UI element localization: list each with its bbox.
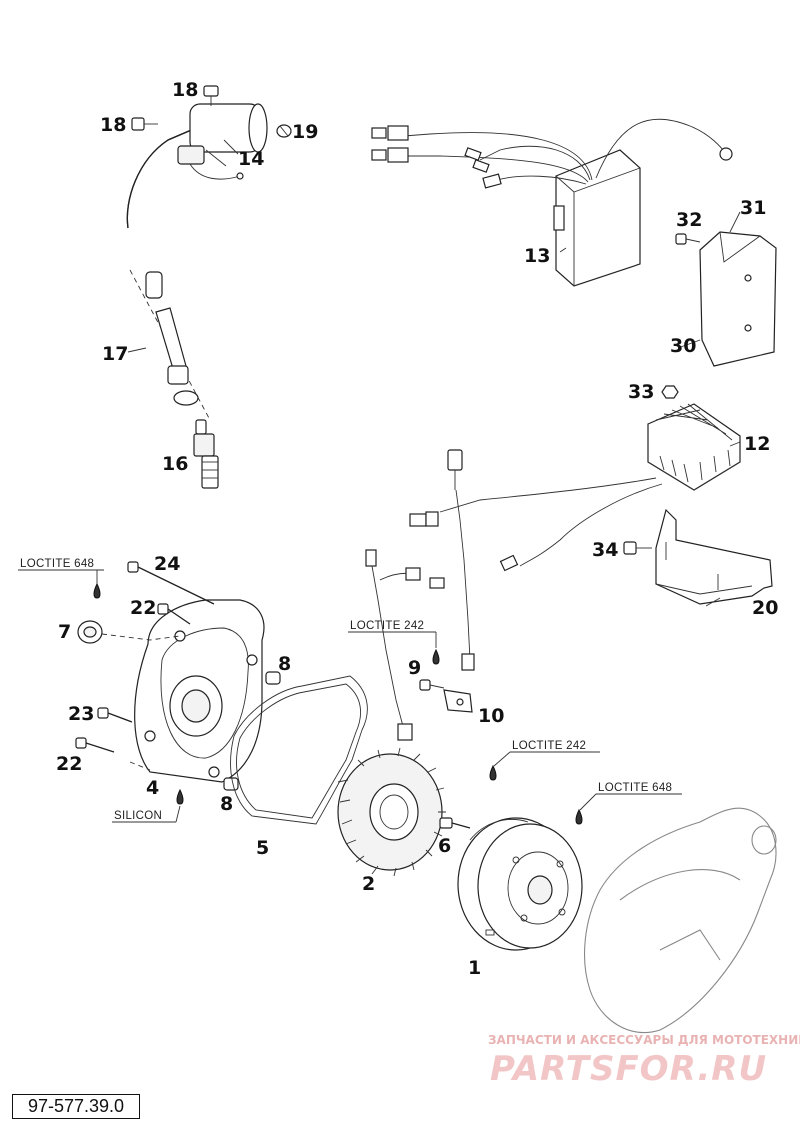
coil-screw-upper (203, 85, 219, 106)
cover-bolt-22-upper (157, 603, 191, 625)
callout-22-lower: 22 (56, 753, 82, 775)
cover-bolt-24 (127, 561, 215, 605)
note-silicon: SILICON (114, 810, 162, 822)
spark-plug-cap (129, 269, 211, 421)
note-leaders (18, 569, 682, 823)
ignition-cover (134, 599, 265, 783)
loctite-drop-648-left (93, 582, 101, 599)
bracket-screw-34 (623, 541, 652, 555)
assembly-line-bolt22 (129, 761, 151, 771)
stator (337, 747, 446, 877)
note-loctite-242-right: LOCTITE 242 (512, 740, 586, 752)
callout-1: 1 (468, 957, 481, 979)
cover-plug (77, 620, 103, 644)
silicon-drop (176, 788, 184, 805)
callout-24: 24 (154, 553, 180, 575)
coil-screw-lower (131, 117, 158, 131)
callout-9: 9 (408, 657, 421, 679)
regulator-bracket (655, 508, 773, 605)
flywheel (457, 817, 583, 951)
assembly-line-plug (101, 633, 181, 641)
callout-23: 23 (68, 703, 94, 725)
cover-dowel-upper (265, 671, 281, 685)
callout-16: 16 (162, 453, 188, 475)
callout-10: 10 (478, 705, 504, 727)
loctite-drop-242-right (489, 764, 497, 781)
cdi-bracket (699, 231, 777, 367)
bracket-screw (675, 233, 701, 245)
callout-14: 14 (238, 148, 264, 170)
cover-bolt-22-lower (75, 737, 115, 753)
callout-8-upper: 8 (278, 653, 291, 675)
callout-22-upper: 22 (130, 597, 156, 619)
cover-gasket (230, 675, 368, 825)
callout-32: 32 (676, 209, 702, 231)
cdi-connectors (371, 125, 733, 189)
wire-clamp-screw (419, 679, 445, 691)
wire-clamp (443, 689, 473, 713)
callout-18-upper: 18 (172, 79, 198, 101)
callout-7: 7 (58, 621, 71, 643)
regulator-nut (661, 385, 679, 399)
ignition-coil (126, 103, 268, 229)
callout-2: 2 (362, 873, 375, 895)
cover-bolt-23 (97, 707, 133, 723)
callout-5: 5 (256, 837, 269, 859)
callout-12: 12 (744, 433, 770, 455)
callout-20: 20 (752, 597, 778, 619)
note-loctite-242-top: LOCTITE 242 (350, 620, 424, 632)
flywheel-nut (439, 817, 471, 829)
callout-4: 4 (146, 777, 159, 799)
engine-case-outline (583, 807, 777, 1034)
note-loctite-648-left: LOCTITE 648 (20, 558, 94, 570)
callout-31: 31 (740, 197, 766, 219)
coil-clip (276, 124, 292, 138)
callout-13: 13 (524, 245, 550, 267)
watermark-brand: PARTSFOR.RU (490, 1049, 767, 1089)
note-loctite-648-right: LOCTITE 648 (598, 782, 672, 794)
loctite-drop-648-right (575, 808, 583, 825)
callout-34: 34 (592, 539, 618, 561)
callout-19: 19 (292, 121, 318, 143)
callout-18-lower: 18 (100, 114, 126, 136)
callout-8-lower: 8 (220, 793, 233, 815)
callout-6: 6 (438, 835, 451, 857)
spark-plug (193, 419, 219, 489)
reference-number: 97-577.39.0 (12, 1094, 140, 1119)
stator-wiring (365, 449, 475, 741)
callout-30: 30 (670, 335, 696, 357)
voltage-regulator (647, 403, 741, 491)
watermark-tagline: ЗАПЧАСТИ И АКСЕССУАРЫ ДЛЯ МОТОТЕХНИКИ (488, 1033, 800, 1047)
callout-33: 33 (628, 381, 654, 403)
cdi-unit (400, 118, 727, 287)
regulator-wiring (409, 477, 663, 572)
callout-17: 17 (102, 343, 128, 365)
cover-dowel-lower (223, 777, 239, 791)
callout-leaders (127, 139, 741, 607)
loctite-drop-242-top (432, 648, 440, 665)
